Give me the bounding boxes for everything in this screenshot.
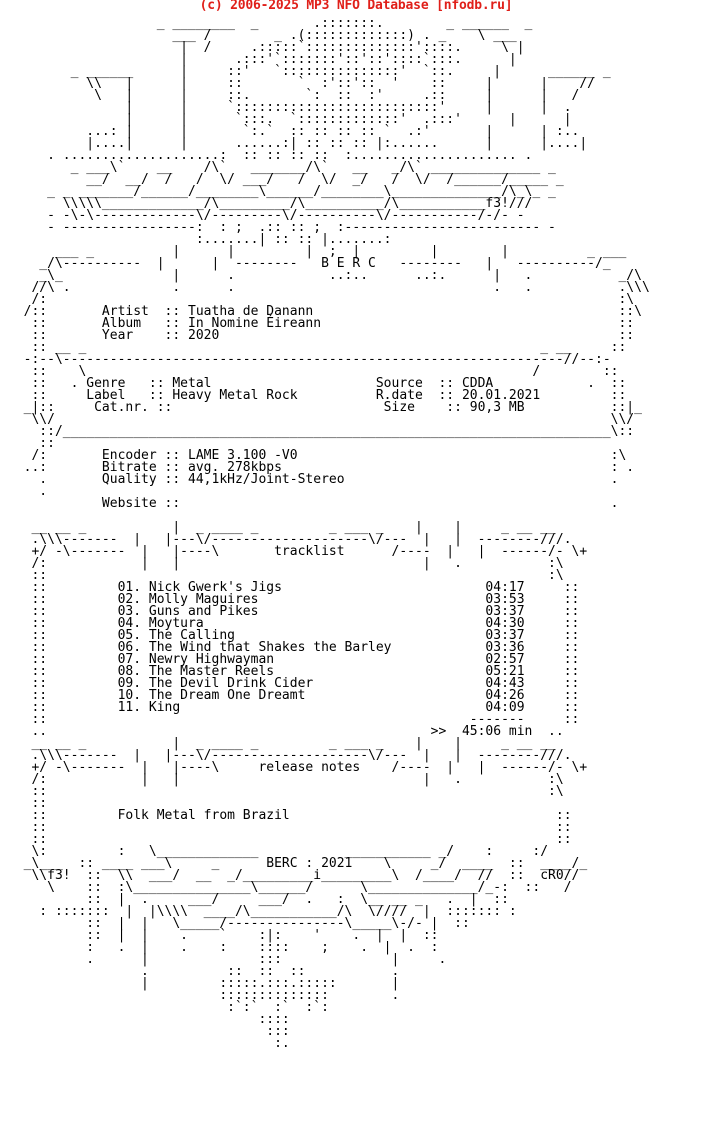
nfo-line: _|:: Cat.nr. :: Size :: 90,3 MB ::|_ [8, 400, 642, 415]
nfo-line: :: 04. Moytura 04:30 :: [8, 616, 580, 631]
nfo-line: : ::::::: | |\\\\ ____/\___________/\ \/… [8, 904, 517, 919]
nfo-line: :: Label :: Heavy Metal Rock R.date :: 2… [8, 388, 627, 403]
nfo-line: :: 11. King 04:09 :: [8, 700, 580, 715]
nfo-line: . Quality :: 44,1kHz/Joint-Stereo . [8, 472, 619, 487]
nfo-line: :: :: [8, 820, 572, 835]
nfo-line: __ __ _ | _ ____ _ _ ___ _ | | _ __ __ [8, 736, 556, 751]
nfo-line: : . | . : :::: ; . | . : [8, 940, 439, 955]
nfo-line: :: . Genre :: Metal Source :: CDDA . :: [8, 376, 627, 391]
nfo-line: :::::::::::::: . [8, 988, 400, 1003]
nfo-line: :: 03. Guns and Pikes 03:37 :: [8, 604, 580, 619]
nfo-line: _\___ :: ____ ___\ _ BERC : 2021 \ _/ __… [8, 856, 588, 871]
nfo-line: |....| | ......:| :: :: :: |:...... | |.… [8, 136, 588, 151]
nfo-line: :: | | \_____/---------------\_____\-/- … [8, 916, 470, 931]
nfo-line: . [8, 484, 48, 499]
nfo-line: \ | | ::. `: :: :' .:: | | / [8, 88, 580, 103]
nfo-line: :: 08. The Master Reels 05:21 :: [8, 664, 580, 679]
nfo-line: /: Encoder :: LAME 3.100 -V0 :\ [8, 448, 627, 463]
nfo-line: /: | | | . :\ [8, 772, 564, 787]
nfo-line: :::: [8, 1012, 290, 1027]
nfo-line: \: : \_____________ ___________ _/ : :/ [8, 844, 549, 859]
nfo-line: :: 05. The Calling 03:37 :: [8, 628, 580, 643]
nfo-line: _ ___\` __ /\` _______/\` __ _/\` ______… [8, 160, 556, 175]
nfo-line: +/ -\------- | |----\ release notes /---… [8, 760, 588, 775]
nfo-line: \\ | | :: ` :'::':: ' :: | | // [8, 76, 595, 91]
nfo-line: :: 10. The Dream One Dreamt 04:26 :: [8, 688, 580, 703]
nfo-line: :. [8, 1036, 290, 1051]
nfo-line: :: 02. Molly Maguires 03:53 :: [8, 592, 580, 607]
nfo-line: :: 06. The Wind that Shakes the Barley 0… [8, 640, 580, 655]
nfo-line: /: | | | . :\ [8, 556, 564, 571]
nfo-line: \\/ \\/ [8, 412, 635, 427]
nfo-line: | / .:::::`::::::::::::::'::::. \ | [8, 40, 525, 55]
nfo-ascii-body: _ ________ _ .:::::::. _ ______ _ ___ / … [8, 16, 650, 1051]
nfo-line: | .:::'`:::::::'::'::'::::`:::. | [8, 52, 517, 67]
nfo-line: _\_ | . ..:.. ..:. | . _/\ [8, 268, 642, 283]
nfo-line: .. >> 45:06 min .. [8, 724, 564, 739]
nfo-line: :: Folk Metal from Brazil :: [8, 808, 572, 823]
nfo-line: ::/_____________________________________… [8, 424, 635, 439]
nfo-line: Website :: . [8, 496, 619, 511]
nfo-line: .\\\------- | |---\/--------------------… [8, 748, 572, 763]
nfo-line: :.......| :: :: |.......: [8, 232, 392, 247]
nfo-line: \\f3! :: \\ ___/ __ _/_________i________… [8, 868, 580, 883]
nfo-line: -:--\-----------------------------------… [8, 352, 611, 367]
nfo-line: //\ . . . . . .\\\ [8, 280, 650, 295]
nfo-line: __ __ _ | _ ____ _ _ ___ _ | | _ __ __ [8, 520, 556, 535]
nfo-line: :: 09. The Devil Drink Cider 04:43 :: [8, 676, 580, 691]
nfo-line: ___ _ | | | ; | | | _ ___ [8, 244, 627, 259]
nfo-line: :: [8, 796, 48, 811]
nfo-line: _ ______ | ::' `:::::::::::::::' `::. | … [8, 64, 611, 79]
nfo-line: :: \ / :: [8, 364, 619, 379]
nfo-line: /:: Artist :: Tuatha de Danann ::\ [8, 304, 642, 319]
nfo-line: :`:` :` :`: [8, 1000, 329, 1015]
nfo-line: ___ / _ .(:::::::::::::) . _ \ ___ [8, 28, 517, 43]
nfo-line: :: __ _ _ __ :: [8, 340, 627, 355]
nfo-line: . :: :: :: . [8, 964, 400, 979]
nfo-line: __/ __/ / / \/ ___/ / \/ _/ / \/ /______… [8, 172, 564, 187]
nfo-line: ..: Bitrate :: avg. 278kbps : . [8, 460, 635, 475]
nfo-line: - -----------------: : ; .:: :: ; :-----… [8, 220, 556, 235]
nfo-line: ...: | | `:.` :: :: :: :: ` .:' | | :.. [8, 124, 580, 139]
nfo-line: _ _ _______/______/________\______/_____… [8, 184, 556, 199]
nfo-line: :: | . ___/ ___/ . : \__ __ _ . | :: [8, 892, 509, 907]
nfo-line: .\\\------- | |---\/--------------------… [8, 532, 572, 547]
nfo-line: :: :: [8, 832, 572, 847]
nfo-line: \ :: :\_______________\______/ \________… [8, 880, 572, 895]
nfo-line: :: Album :: In Nomine Éireann :: [8, 316, 635, 331]
nfo-line: . | ::: | . [8, 952, 447, 967]
nfo-line: :: [8, 436, 55, 451]
nfo-line: | | `:::. `:::::::::::::' .:::' | | [8, 112, 572, 127]
nfo-line: /: :\ [8, 292, 635, 307]
nfo-line: - -\-\-------------\/---------\/--------… [8, 208, 525, 223]
nfo-line: | :::::.:::.::::: | [8, 976, 400, 991]
nfo-line: | | `::::::::::::::::::::::::::' | | . [8, 100, 572, 115]
nfo-line: \\\\\_____________/\_________/\_________… [8, 196, 533, 211]
nfo-line: ::: [8, 1024, 290, 1039]
nfo-line: . ....................: :: :: :: :: :...… [8, 148, 533, 163]
nfo-line: :: 01. Nick Gwerk's Jigs 04:17 :: [8, 580, 580, 595]
nfo-line: :: :\ [8, 568, 564, 583]
nfodb-copyright-header: (c) 2006-2025 MP3 NFO Database [nfodb.ru… [199, 0, 513, 13]
nfo-line: +/ -\------- | |----\ tracklist /---- | … [8, 544, 588, 559]
nfo-line: _ ________ _ .:::::::. _ ______ _ [8, 16, 533, 31]
nfo-line: :: | | . ` :|: ' . | | :: [8, 928, 439, 943]
nfo-line: :: :\ [8, 784, 564, 799]
nfo-line: :: ------- :: [8, 712, 580, 727]
nfo-line: :: 07. Newry Highwayman 02:57 :: [8, 652, 580, 667]
nfo-line: _/\---------- | | -------- B E R C -----… [8, 256, 611, 271]
nfo-line: :: Year :: 2020 :: [8, 328, 635, 343]
